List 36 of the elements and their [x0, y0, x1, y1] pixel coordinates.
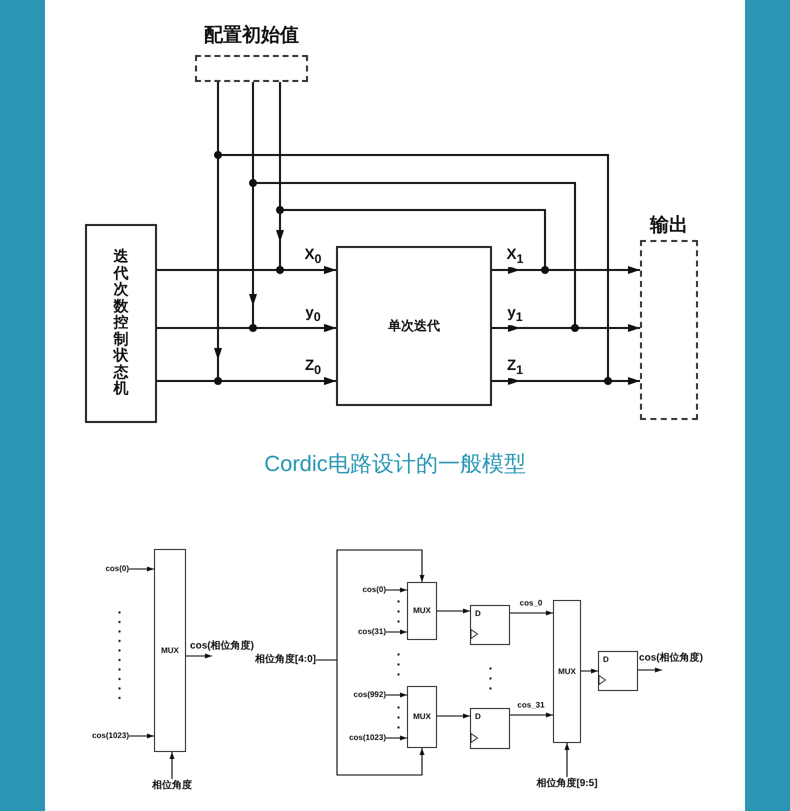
edge-label: cos_0	[518, 600, 544, 608]
signal-label: 相位角度[4:0]	[240, 653, 316, 667]
process-block	[85, 224, 157, 423]
block-label: D	[475, 712, 481, 722]
signal-label: cos(0)	[90, 563, 129, 575]
block-label: 迭代次数控制状态机	[114, 249, 128, 398]
block-label: MUX	[558, 666, 576, 676]
block-label: MUX	[413, 712, 431, 722]
caption: Cordic电路设计的一般模型	[263, 450, 527, 478]
block-label: 单次迭代	[388, 318, 440, 334]
signal-label: cos(1023)	[335, 732, 386, 744]
signal-label: cos(31)	[345, 626, 386, 638]
block-label: D	[603, 655, 609, 665]
block-label: MUX	[161, 646, 179, 656]
block-label: MUX	[413, 606, 431, 616]
signal-label: cos(0)	[347, 584, 386, 596]
flip-flop-block	[470, 605, 510, 645]
process-block	[407, 582, 437, 640]
edge-label: Z$_{1}$	[506, 358, 524, 378]
process-block	[154, 549, 186, 752]
flip-flop-block	[598, 651, 638, 691]
signal-label: 相位角度[9:5]	[523, 777, 611, 791]
signal-label: cos(1023)	[78, 730, 129, 742]
edge-label: X$_{1}$	[506, 247, 524, 267]
process-block	[553, 600, 581, 743]
process-block	[407, 686, 437, 748]
block-label: D	[475, 609, 481, 619]
flip-flop-block	[470, 708, 510, 749]
group-heading: 输出	[650, 216, 688, 236]
group-heading: 配置初始值	[204, 26, 299, 47]
edge-label: cos(相位角度)	[638, 652, 704, 664]
process-block	[336, 246, 492, 406]
signal-label: 相位角度	[140, 779, 204, 793]
edge-label: cos_31	[516, 702, 546, 710]
signal-label: cos(992)	[339, 689, 386, 701]
edge-label: cos(相位角度)	[189, 640, 255, 652]
